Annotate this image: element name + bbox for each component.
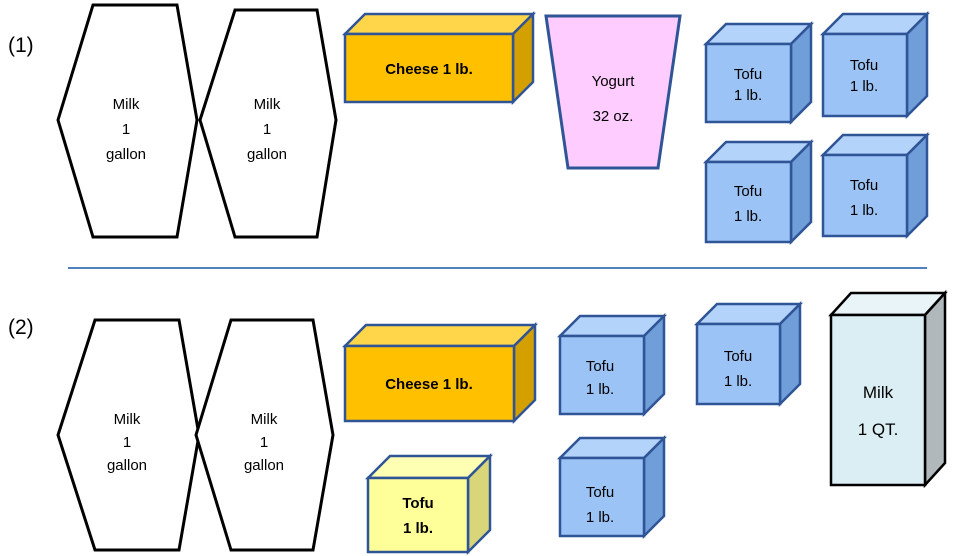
tofu-label-line: Tofu (724, 348, 752, 365)
milk-label-line: gallon (247, 146, 287, 163)
milk-label-line: 1 (123, 434, 131, 451)
tofu-label-line: Tofu (850, 57, 878, 74)
tofu-label-line: Tofu (850, 177, 878, 194)
cheese-block: Cheese 1 lb. (341, 10, 537, 106)
tofu-label-line: Tofu (734, 183, 762, 200)
tofu-label-line: 1 lb. (403, 520, 433, 537)
tofu-block: Tofu 1 lb. (702, 20, 815, 126)
milk-quart-carton: Milk 1 QT. (828, 289, 948, 489)
tofu-label-line: 1 lb. (850, 78, 878, 95)
milk-label-line: gallon (106, 146, 146, 163)
cheese-label: Cheese 1 lb. (385, 61, 473, 78)
milk-gallon-jug: Milk 1 gallon (198, 8, 338, 239)
tofu-label-line: Tofu (586, 484, 614, 501)
milk-label-line: Milk (251, 411, 278, 428)
milk-label-line: Milk (254, 96, 281, 113)
tofu-block: Tofu 1 lb. (702, 138, 815, 246)
milk-label-line: Milk (113, 96, 140, 113)
milk-gallon-jug: Milk 1 gallon (56, 3, 199, 239)
milk-gallon-jug: Milk 1 gallon (56, 318, 201, 552)
tofu-block: Tofu 1 lb. (819, 131, 931, 240)
tofu-label-line: 1 lb. (734, 87, 762, 104)
tofu-label-line: Tofu (402, 495, 433, 512)
tofu-label-line: 1 lb. (734, 208, 762, 225)
yogurt-container: Yogurt 32 oz. (544, 14, 682, 170)
tofu-label-line: 1 lb. (724, 373, 752, 390)
tofu-label-line: 1 lb. (586, 381, 614, 398)
section-2-label: (2) (8, 316, 34, 339)
tofu-block-highlighted: Tofu 1 lb. (364, 452, 494, 556)
milk-label-line: 1 (260, 434, 268, 451)
section-1-label: (1) (8, 34, 34, 57)
milk-gallon-jug: Milk 1 gallon (194, 318, 335, 552)
cheese-label: Cheese 1 lb. (385, 376, 473, 393)
milk-label-line: 1 (122, 121, 130, 138)
tofu-block: Tofu 1 lb. (556, 434, 668, 540)
yogurt-label-line: 32 oz. (593, 108, 634, 125)
tofu-label-line: 1 lb. (586, 509, 614, 526)
tofu-label-line: Tofu (586, 358, 614, 375)
milk-label-line: Milk (114, 411, 141, 428)
yogurt-label-line: Yogurt (592, 73, 636, 90)
tofu-label-line: Tofu (734, 66, 762, 83)
tofu-block: Tofu 1 lb. (819, 10, 931, 120)
milk-label-line: 1 (263, 121, 271, 138)
tofu-label-line: 1 lb. (850, 202, 878, 219)
milk-label-line: gallon (107, 457, 147, 474)
quart-label-line: 1 QT. (858, 420, 899, 439)
milk-label-line: gallon (244, 457, 284, 474)
quart-label-line: Milk (863, 383, 894, 402)
tofu-block: Tofu 1 lb. (556, 312, 668, 418)
cheese-block: Cheese 1 lb. (341, 321, 539, 425)
tofu-block: Tofu 1 lb. (693, 300, 804, 408)
